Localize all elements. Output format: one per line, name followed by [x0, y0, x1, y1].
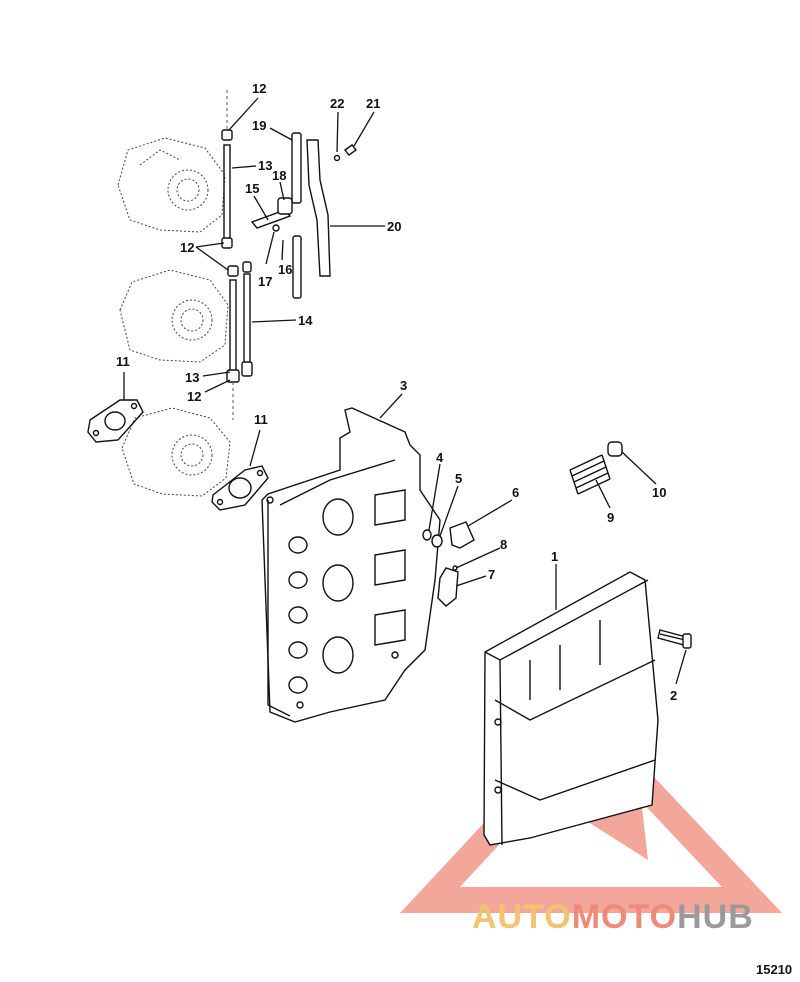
callout-labels: 12 13 15 18 19 22 21 20 12 16 17 14 13 1… — [116, 81, 677, 703]
watermark-part-hub: HUB — [677, 898, 754, 936]
middle-carburetor-outline — [119, 269, 229, 363]
callout-9: 9 — [607, 510, 614, 525]
linkage-rods — [221, 90, 253, 420]
document-number: 15210 — [756, 962, 793, 977]
callout-22: 22 — [330, 96, 344, 111]
callout-2: 2 — [670, 688, 677, 703]
callout-11-left: 11 — [116, 354, 130, 369]
watermark-part-moto: MOTO — [571, 898, 678, 936]
watermark-text: AUTOMOTOHUB — [472, 898, 754, 937]
callout-4: 4 — [436, 450, 444, 465]
callout-6: 6 — [512, 485, 519, 500]
callout-14: 14 — [298, 313, 313, 328]
callout-12-middle: 12 — [180, 240, 194, 255]
callout-20: 20 — [387, 219, 401, 234]
callout-21: 21 — [366, 96, 380, 111]
carburetor-gaskets — [87, 399, 269, 511]
intake-manifold-plate — [261, 407, 441, 723]
callout-11-right: 11 — [254, 412, 268, 427]
callout-8: 8 — [500, 537, 507, 552]
callout-13-bottom: 13 — [185, 370, 199, 385]
callout-19: 19 — [252, 118, 266, 133]
upper-carburetor-outline — [117, 137, 226, 233]
cover-screw — [657, 629, 692, 649]
callout-12-top: 12 — [252, 81, 266, 96]
callout-3: 3 — [400, 378, 407, 393]
callout-13-top: 13 — [258, 158, 272, 173]
callout-16: 16 — [278, 262, 292, 277]
callout-5: 5 — [455, 471, 462, 486]
callout-17: 17 — [258, 274, 272, 289]
callout-12-bottom: 12 — [187, 389, 201, 404]
callout-15: 15 — [245, 181, 259, 196]
callout-10: 10 — [652, 485, 666, 500]
spring-and-cap — [569, 441, 623, 495]
callout-1: 1 — [551, 549, 558, 564]
small-fittings — [422, 521, 475, 607]
callout-leaders — [123, 97, 687, 685]
manifold-cover — [483, 571, 659, 846]
callout-7: 7 — [488, 567, 495, 582]
callout-18: 18 — [272, 168, 286, 183]
watermark-part-auto: AUTO — [472, 898, 572, 936]
throttle-cam-parts — [250, 132, 358, 299]
lower-carburetor-outline — [121, 407, 231, 497]
